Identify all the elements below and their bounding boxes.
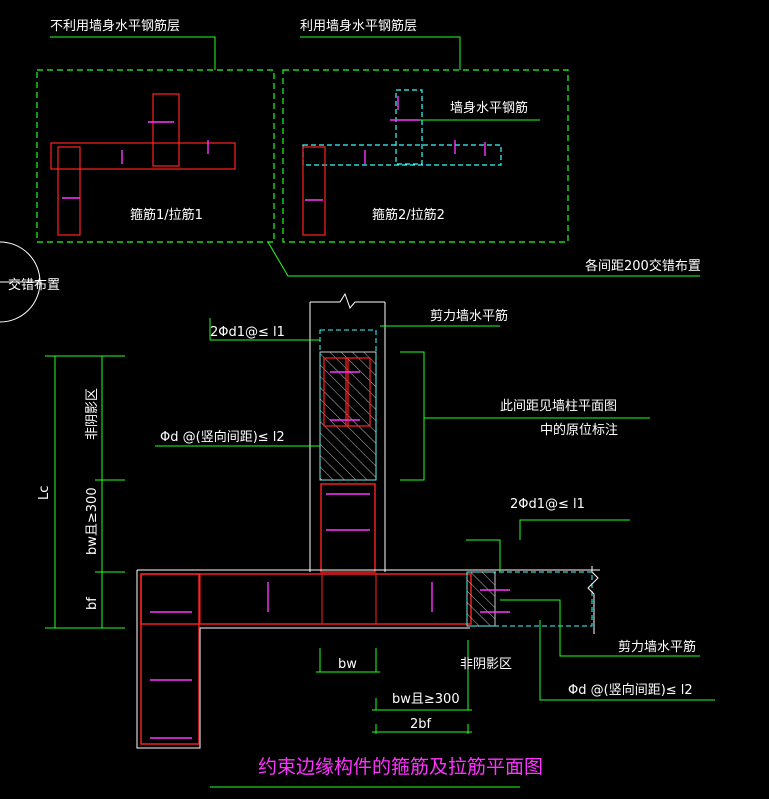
shear-wall-horizontal-top-label: 剪力墙水平筋 bbox=[430, 308, 508, 324]
bf-label: bf bbox=[85, 597, 100, 610]
staggered-layout-label: 交错布置 bbox=[8, 277, 60, 293]
stagger-symbol: 交错布置 bbox=[0, 241, 60, 323]
spacing-see-plan-1: 此间距见墙柱平面图 bbox=[500, 399, 617, 414]
hatch-zone-bottom-label: 非阴影区 bbox=[460, 657, 512, 672]
not-using-wall-layer-label: 不利用墙身水平钢筋层 bbox=[50, 18, 180, 34]
wall-column-vertical bbox=[309, 292, 386, 573]
stirrup1-label: 箍筋1/拉筋1 bbox=[130, 207, 203, 223]
bw-300-horizontal-label: bw且≥300 bbox=[392, 692, 460, 707]
spacing-see-plan-2: 中的原位标注 bbox=[540, 422, 618, 438]
detail-box-right: 箍筋2/拉筋2 bbox=[282, 69, 569, 243]
bw-300-vertical-label: bw且≥300 bbox=[85, 487, 100, 555]
spacing-mid-label: Φd @(竖向间距)≤ l2 bbox=[160, 429, 285, 445]
spacing-top-label: 2Φd1@≤ l1 bbox=[210, 325, 285, 340]
using-wall-layer-label: 利用墙身水平钢筋层 bbox=[300, 18, 417, 34]
stirrup2-label: 箍筋2/拉筋2 bbox=[372, 207, 445, 223]
detail-box-left: 箍筋1/拉筋1 bbox=[36, 69, 275, 243]
spacing-right-label: 2Φd1@≤ l1 bbox=[510, 497, 585, 512]
two-bf-label: 2bf bbox=[410, 717, 432, 732]
hatch-zone-left-label: 非阴影区 bbox=[85, 388, 100, 440]
spacing-right-vertical-label: Φd @(竖向间距)≤ l2 bbox=[568, 682, 693, 698]
lc-label: Lc bbox=[37, 486, 52, 500]
bw-label: bw bbox=[338, 657, 357, 672]
shear-wall-horizontal-right-label: 剪力墙水平筋 bbox=[618, 639, 696, 655]
dimension-lines bbox=[45, 318, 715, 734]
top-leaders bbox=[50, 36, 700, 277]
flange-plan bbox=[136, 566, 600, 749]
wall-horizontal-bar-label: 墙身水平钢筋 bbox=[450, 100, 528, 116]
spacing-200-label: 各间距200交错布置 bbox=[585, 258, 701, 274]
diagram-title: 约束边缘构件的箍筋及拉筋平面图 bbox=[258, 756, 543, 778]
